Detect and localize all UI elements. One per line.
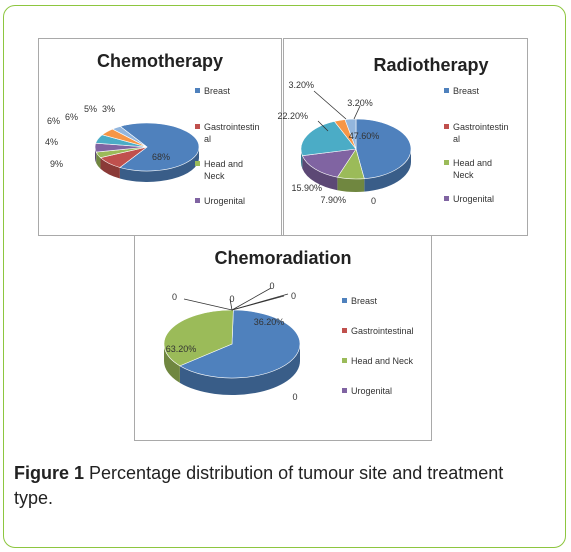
pie-slice-side [164,344,180,383]
legend-label: Urogenital [453,194,494,204]
figure-caption-text: Percentage distribution of tumour site a… [14,463,504,508]
leader-line [231,287,272,311]
pie-slice-side [337,177,365,193]
legend-label: Breast [453,86,480,96]
leader-line [229,298,233,311]
data-label: 3.20% [288,80,314,90]
pie-slice-side [119,147,199,183]
data-label: 7.90% [320,195,346,205]
legend-swatch [444,196,449,201]
data-label: 0 [371,196,376,206]
pie-slice [119,122,200,172]
legend-swatch [444,124,449,129]
data-label: 3.20% [347,98,373,108]
legend-label: Breast [204,86,231,96]
legend-label: Neck [453,170,474,180]
legend-label: Head and [453,158,492,168]
chart-title: Chemotherapy [97,51,223,71]
pie-slice [111,126,148,148]
data-label: 15.90% [291,183,322,193]
data-label: 63.20% [166,344,197,354]
legend-swatch [195,198,200,203]
legend-label: Head and [204,159,243,169]
chemotherapy-pie-chart: Chemotherapy 68% 9% 4% 6% 6% 5% 3% BreastGastroi… [45,51,260,206]
figure-label: Figure 1 [14,463,85,483]
data-label: 68% [152,152,170,162]
data-label: 5% [84,104,97,114]
legend-label: Urogenital [204,196,245,206]
data-label: 0 [292,392,297,402]
leader-line [353,105,361,120]
leader-line [313,90,347,120]
pie-slice [344,118,357,150]
data-label: 0 [172,292,177,302]
legend-swatch [342,298,347,303]
legend-label: Gastrointestin [453,122,509,132]
legend-swatch [195,124,200,129]
pie-slice [355,118,412,179]
data-label: 0 [291,291,296,301]
pie-slice [163,309,234,367]
chart-title: Chemoradiation [214,248,351,268]
figure-caption: Figure 1 Percentage distribution of tumo… [14,461,534,511]
pie-slice [301,148,357,178]
legend-label: Gastrointestinal [351,326,414,336]
pie-slice-side [301,149,303,169]
data-label: 0 [269,281,274,291]
pie-slice [300,121,357,157]
pie-slice-side [95,147,97,164]
data-label: 47.60% [349,131,380,141]
legend-label: Urogenital [351,386,392,396]
data-label: 4% [45,137,58,147]
legend-swatch [342,358,347,363]
radiotherapy-chart-panel: Radiotherapy 47.60% 0 7.90% 15.90% 22.20% 3.20… [277,38,528,236]
data-label: 6% [65,112,78,122]
pie-slice-side [364,149,411,192]
pie-slice-side [179,344,300,396]
legend-label: Neck [204,171,225,181]
legend-label: al [453,134,460,144]
data-label: 0 [229,294,234,304]
data-label: 6% [47,116,60,126]
legend-label: Gastrointestin [204,122,260,132]
pie-slice-side [100,157,120,179]
data-label: 3% [102,104,115,114]
chart-title: Radiotherapy [373,55,488,75]
legend-label: Head and Neck [351,356,414,366]
pie-slice-side [302,155,338,191]
legend-swatch [342,388,347,393]
legend-swatch [195,88,200,93]
legend-swatch [444,160,449,165]
pie-slice-side [96,152,101,169]
legend-label: Breast [351,296,378,306]
data-label: 22.20% [277,111,308,121]
radiotherapy-pie-chart: Radiotherapy 47.60% 0 7.90% 15.90% 22.20% 3.20… [277,55,509,206]
data-label: 9% [50,159,63,169]
leader-line [231,293,289,311]
leader-line [183,298,233,311]
legend-swatch [444,88,449,93]
leader-line [317,120,329,132]
legend-label: al [204,134,211,144]
pie-slice [179,309,301,379]
legend-swatch [342,328,347,333]
data-label: 36.20% [254,317,285,327]
legend-swatch [195,161,200,166]
